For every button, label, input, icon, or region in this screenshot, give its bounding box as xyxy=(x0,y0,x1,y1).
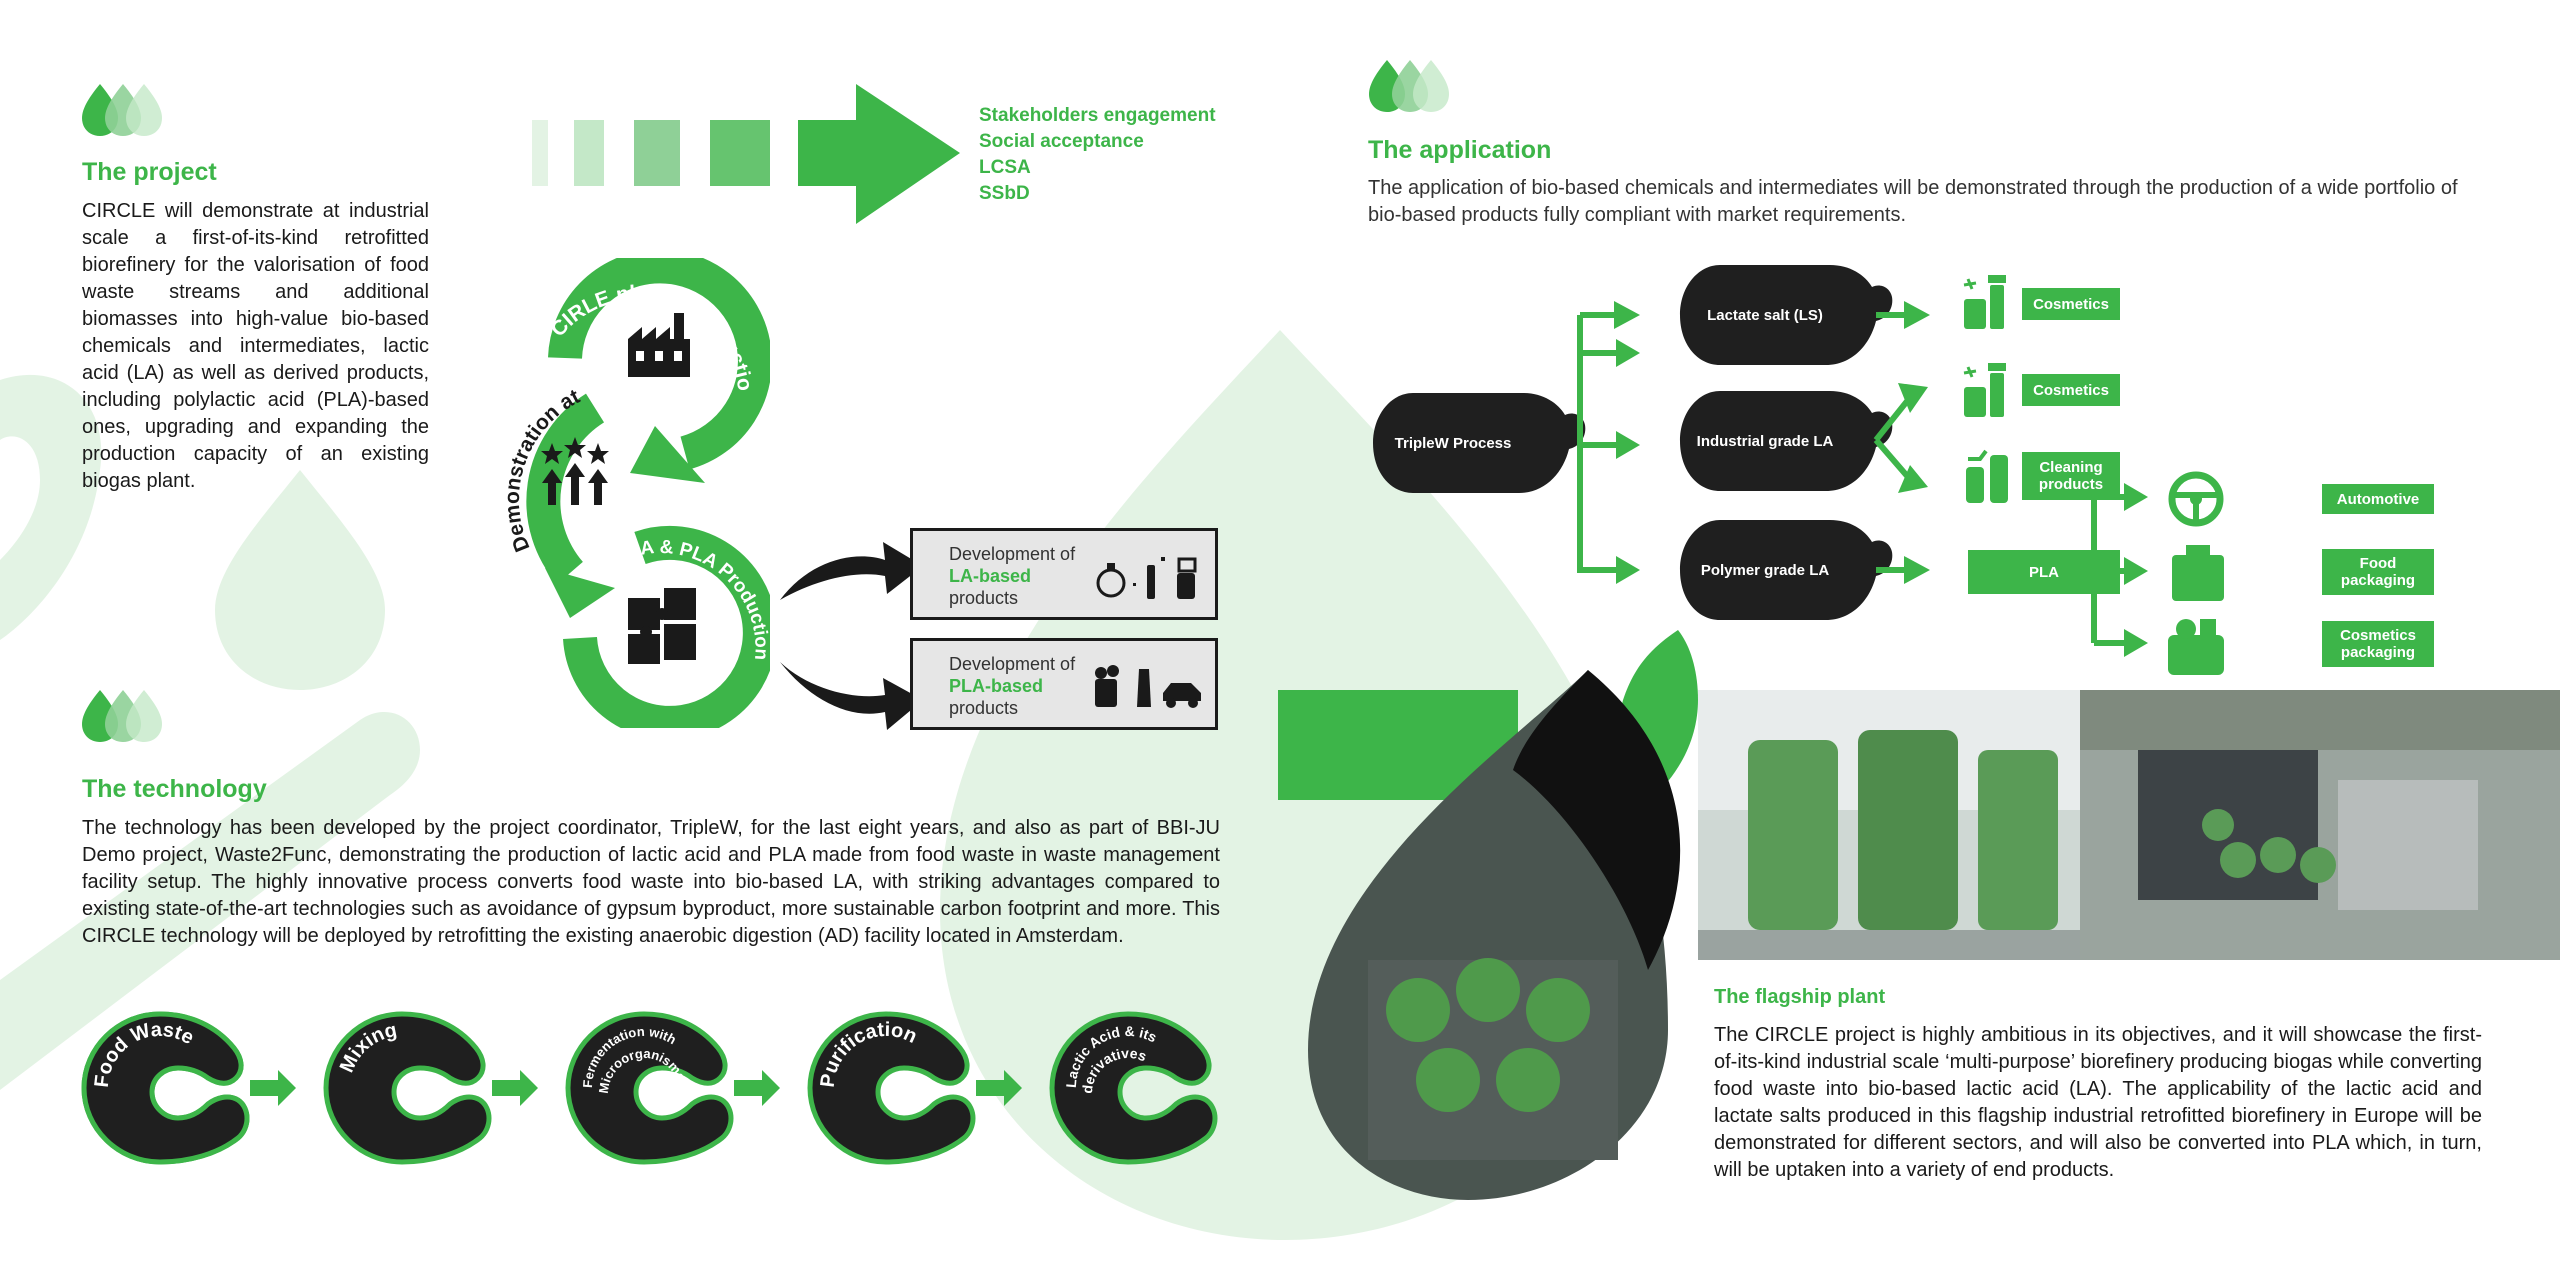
product-label: Industrial grade LA xyxy=(1696,432,1834,450)
end-use-tag-cosmetics-packaging: Cosmetics packaging xyxy=(2322,621,2434,667)
black-leaf-shape xyxy=(1513,670,1681,970)
dev-prefix: Development of xyxy=(949,544,1076,564)
ribbon-shape xyxy=(0,374,102,640)
technology-title: The technology xyxy=(82,775,267,803)
end-use-tag-automotive: Automotive xyxy=(2322,484,2434,514)
cosmetic-products-icon xyxy=(1096,557,1197,599)
use-tag-pla: PLA xyxy=(1968,550,2120,594)
factory-icon xyxy=(628,313,690,377)
application-title: The application xyxy=(1368,136,1552,164)
dev-highlight: LA-based xyxy=(949,566,1032,586)
cleaning-icon xyxy=(1966,449,2008,503)
dev-suffix: products xyxy=(949,588,1019,608)
progress-arrow-icon xyxy=(532,84,960,224)
curved-arrows-icon xyxy=(780,542,923,730)
product-label: Lactate salt (LS) xyxy=(1707,306,1823,324)
steering-wheel-icon xyxy=(2168,471,2224,527)
process-steps-diagram: Food Waste Mixing Fermentation with Micr… xyxy=(81,1011,1228,1165)
stakeholder-item: SSbD xyxy=(979,183,1030,204)
small-drop-shape xyxy=(215,470,385,690)
stakeholder-item: LCSA xyxy=(979,157,1031,178)
project-cycle-diagram: CIRLE plant construction Demonstration a… xyxy=(470,258,770,728)
puzzle-icon xyxy=(628,588,696,664)
project-text: CIRCLE will demonstrate at industrial sc… xyxy=(82,200,429,492)
stakeholders-list: Stakeholders engagement Social acceptanc… xyxy=(979,103,1216,207)
application-text: The application of bio-based chemicals a… xyxy=(1368,177,2458,226)
food-packaging-icon xyxy=(2172,545,2224,601)
dev-suffix: products xyxy=(949,698,1019,718)
flagship-title: The flagship plant xyxy=(1714,986,1886,1008)
stakeholder-item: Social acceptance xyxy=(979,131,1144,152)
use-tag-cosmetics: Cosmetics xyxy=(2022,288,2120,320)
end-use-tag-food: Food packaging xyxy=(2322,549,2434,595)
drops-logo-icon xyxy=(82,690,162,742)
dev-highlight: PLA-based xyxy=(949,676,1044,696)
pla-products-box: Development of PLA-based products xyxy=(910,638,1218,730)
source-label: TripleW Process xyxy=(1394,434,1512,452)
dev-prefix: Development of xyxy=(949,654,1076,674)
flagship-images xyxy=(1278,630,2560,1200)
drops-logo-icon xyxy=(1369,60,1449,112)
product-label: Polymer grade LA xyxy=(1700,561,1830,579)
technology-text: The technology has been developed by the… xyxy=(82,817,1220,947)
stakeholder-item: Stakeholders engagement xyxy=(979,105,1216,126)
cosmetics-icon xyxy=(1963,275,2006,329)
flagship-text: The CIRCLE project is highly ambitious i… xyxy=(1714,1024,2482,1181)
drops-logo-icon xyxy=(82,84,162,136)
use-tag-cleaning: Cleaning products xyxy=(2022,452,2120,500)
stars-arrows-icon xyxy=(541,437,609,505)
application-flow-diagram xyxy=(1373,265,2224,675)
cosmetics-icon xyxy=(1963,363,2006,417)
pla-products-icon xyxy=(1095,665,1201,708)
cosmetics-packaging-icon xyxy=(2168,619,2224,675)
project-title: The project xyxy=(82,158,217,186)
la-products-box: Development of LA-based products xyxy=(910,528,1218,620)
use-tag-cosmetics: Cosmetics xyxy=(2022,374,2120,406)
ribbon-shape-2 xyxy=(0,711,420,1090)
